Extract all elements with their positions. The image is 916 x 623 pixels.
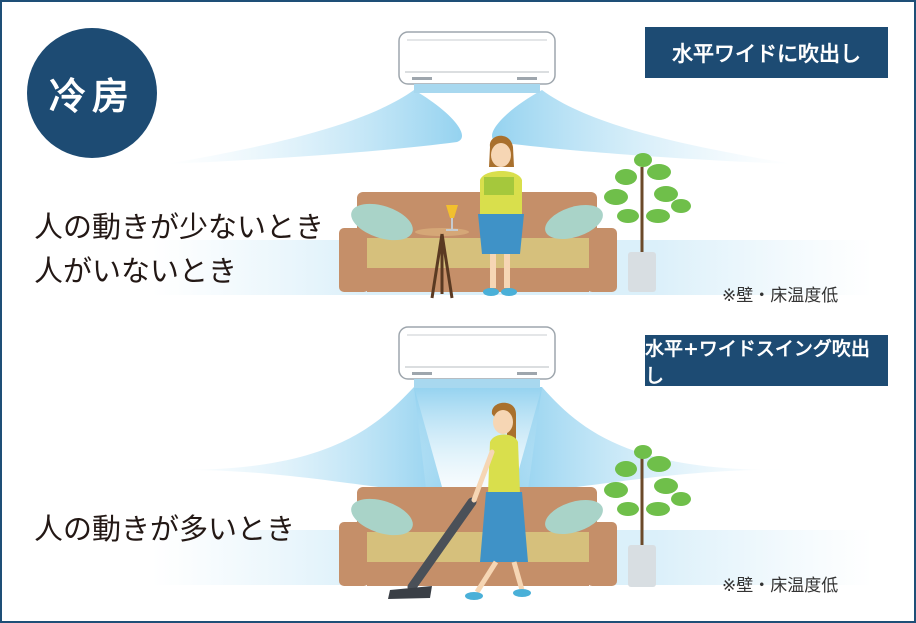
condition-line: 人の動きが多いとき <box>34 512 296 546</box>
airflow-label-top-text: 水平ワイドに吹出し <box>672 41 861 66</box>
condition-text-bottom: 人の動きが多いとき <box>34 507 295 551</box>
condition-text-top: 人の動きが少ないとき 人がいないとき <box>34 205 324 293</box>
woman-vacuuming <box>465 402 531 600</box>
potted-plant-bottom <box>604 445 691 587</box>
air-conditioner-unit <box>398 31 556 93</box>
airflow-label-top: 水平ワイドに吹出し <box>645 27 888 78</box>
airflow-swing-down <box>414 387 542 497</box>
airflow-label-bottom: 水平+ワイドスイング吹出し <box>645 335 888 387</box>
airflow-left <box>167 90 463 164</box>
condition-line: 人の動きが少ないとき <box>34 210 325 244</box>
sofa <box>339 192 617 292</box>
condition-line: 人がいないとき <box>34 254 238 288</box>
vacuum-cleaner <box>388 497 477 599</box>
temperature-note-bottom: ※壁・床温度低 <box>722 576 839 596</box>
airflow-right-bottom <box>514 387 792 491</box>
potted-plant <box>604 153 691 292</box>
sofa-bottom <box>339 487 617 586</box>
mode-label: 冷房 <box>49 75 135 118</box>
airflow-right <box>492 90 792 164</box>
bottom-scene <box>152 326 872 600</box>
cooling-mode-badge: 冷房 <box>27 28 157 158</box>
airflow-left-bottom <box>167 387 442 491</box>
side-table <box>415 205 469 299</box>
temperature-note-top: ※壁・床温度低 <box>722 286 839 306</box>
air-conditioner-unit-bottom <box>398 326 556 388</box>
top-scene <box>152 31 872 299</box>
airflow-label-bottom-text: 水平+ワイドスイング吹出し <box>645 337 870 387</box>
woman-reading <box>478 135 524 296</box>
